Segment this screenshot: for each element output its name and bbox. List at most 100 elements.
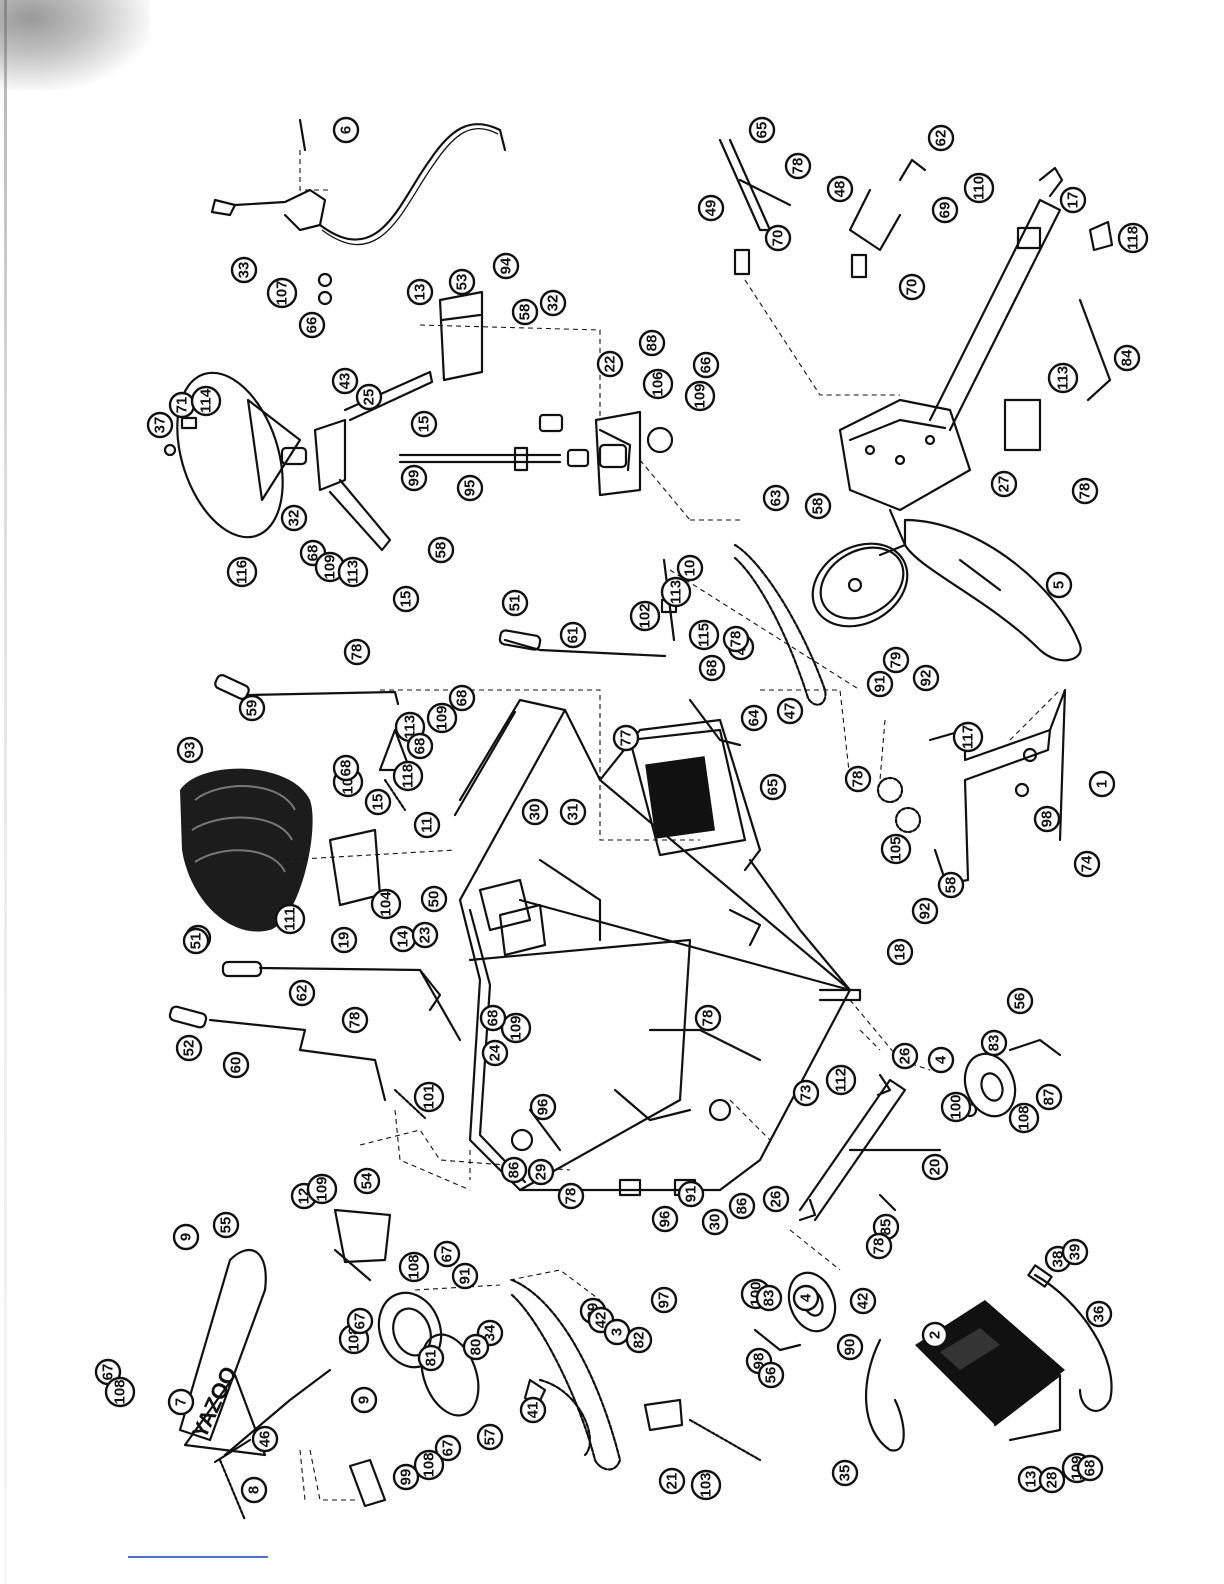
chassis-frame	[453, 698, 862, 1197]
part-callout-68: 68	[332, 754, 360, 782]
part-callout-108: 108	[398, 1251, 430, 1283]
callout-number: 109	[322, 554, 339, 579]
callout-circle	[529, 1093, 557, 1121]
throttle-control	[210, 118, 507, 306]
callout-number: 68	[454, 690, 471, 707]
shift-forks	[718, 138, 927, 396]
callout-number: 6	[338, 126, 355, 134]
callout-circle	[559, 621, 587, 649]
callout-circle	[298, 311, 326, 339]
part-callout-78: 78	[722, 625, 750, 653]
part-callout-29: 29	[527, 1158, 555, 1186]
part-callout-78: 78	[557, 1182, 585, 1210]
part-callout-117: 117	[952, 721, 984, 753]
callout-circle	[392, 760, 424, 792]
callout-number: 15	[398, 591, 415, 608]
callout-circle	[755, 1284, 783, 1312]
callout-number: 3	[609, 1328, 626, 1336]
part-callout-66: 66	[298, 311, 326, 339]
callout-circle	[1008, 1102, 1040, 1134]
part-callout-32: 32	[280, 504, 308, 532]
callout-number: 33	[236, 262, 253, 279]
part-callout-116: 116	[226, 556, 258, 588]
part-callout-87: 87	[1035, 1083, 1063, 1111]
callout-number: 78	[850, 771, 867, 788]
page-rule	[128, 1556, 268, 1558]
callout-circle	[849, 1287, 877, 1315]
callout-number: 67	[440, 1440, 457, 1457]
part-callout-26: 26	[891, 1042, 919, 1070]
callout-number: 113	[1055, 366, 1072, 390]
jack-shaft	[798, 1073, 942, 1222]
callout-circle	[332, 116, 360, 144]
callout-number: 107	[274, 280, 291, 305]
callout-number: 117	[960, 725, 977, 749]
callout-circle	[844, 765, 872, 793]
part-callout-52: 52	[175, 1034, 203, 1062]
callout-number: 115	[696, 623, 713, 647]
part-callout-42: 42	[849, 1287, 877, 1315]
callout-number: 63	[768, 490, 785, 507]
callout-circle	[288, 979, 316, 1007]
part-callout-78: 78	[784, 152, 812, 180]
part-callout-84: 84	[1113, 344, 1141, 372]
callout-circle	[701, 1208, 729, 1236]
part-callout-73: 73	[792, 1079, 820, 1107]
part-callout-11: 11	[413, 811, 441, 839]
callout-circle	[492, 252, 520, 280]
callout-circle	[1076, 1454, 1104, 1482]
part-callout-17: 17	[1059, 186, 1087, 214]
part-callout-8: 8	[240, 1476, 268, 1504]
part-callout-78: 78	[341, 1006, 369, 1034]
callout-number: 31	[565, 804, 582, 821]
callout-circle	[212, 1211, 240, 1239]
callout-circle	[341, 1006, 369, 1034]
callout-number: 105	[888, 836, 905, 861]
callout-number: 100	[948, 1094, 965, 1119]
callout-number: 113	[345, 560, 362, 584]
part-callout-31: 31	[559, 798, 587, 826]
part-callout-67: 67	[433, 1240, 461, 1268]
callout-number: 87	[1041, 1089, 1058, 1106]
part-callout-58: 58	[427, 536, 455, 564]
callout-number: 70	[904, 279, 921, 296]
callout-number: 46	[257, 1431, 274, 1448]
callout-number: 30	[707, 1214, 724, 1231]
callout-circle	[886, 938, 914, 966]
callout-circle	[332, 754, 360, 782]
callout-circle	[353, 1167, 381, 1195]
callout-number: 7	[173, 1398, 190, 1406]
part-callout-57: 57	[476, 1423, 504, 1451]
part-callout-15: 15	[410, 410, 438, 438]
callout-circle	[740, 704, 768, 732]
callout-number: 108	[112, 1379, 129, 1404]
steering-column	[838, 166, 1114, 557]
callout-circle	[1033, 805, 1061, 833]
callout-circle	[891, 1042, 919, 1070]
callout-number: 95	[462, 480, 479, 497]
part-callout-4: 4	[792, 1284, 820, 1312]
part-callout-86: 86	[728, 1192, 756, 1220]
callout-number: 77	[618, 730, 635, 747]
part-callout-69: 69	[931, 196, 959, 224]
callout-circle	[684, 380, 716, 412]
part-callout-68: 68	[448, 684, 476, 712]
part-callout-88: 88	[638, 329, 666, 357]
callout-number: 67	[100, 1364, 117, 1381]
callout-circle	[866, 670, 894, 698]
callout-number: 96	[535, 1099, 552, 1116]
callout-number: 14	[395, 930, 412, 947]
callout-circle	[331, 367, 359, 395]
part-callout-78: 78	[343, 638, 371, 666]
callout-number: 78	[871, 1238, 888, 1255]
part-callout-118: 118	[392, 760, 424, 792]
part-callout-94: 94	[492, 252, 520, 280]
part-callout-81: 81	[417, 1344, 445, 1372]
scan-shadow	[0, 0, 150, 90]
callout-circle	[826, 175, 854, 203]
part-callout-109: 109	[306, 1173, 338, 1205]
callout-circle	[762, 484, 790, 512]
callout-circle	[912, 664, 940, 692]
callout-number: 43	[337, 373, 354, 390]
part-callout-102: 102	[629, 600, 661, 632]
